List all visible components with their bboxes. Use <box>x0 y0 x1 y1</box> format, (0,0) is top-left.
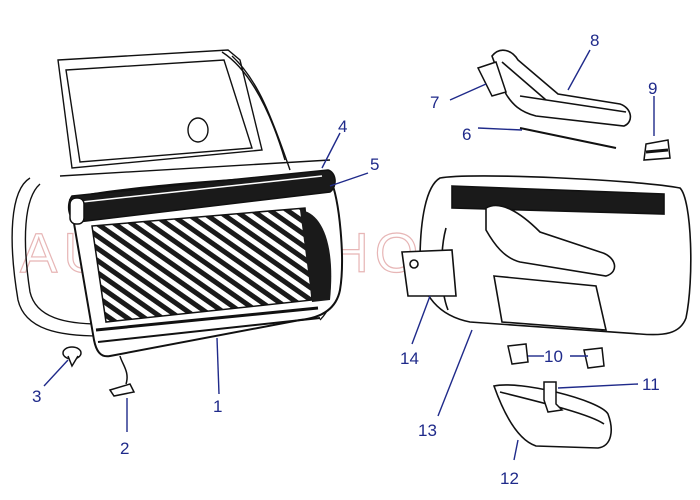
callout-2: 2 <box>120 439 129 458</box>
access-cover <box>401 249 457 297</box>
door-trim-panel <box>68 175 343 358</box>
window-sill-rail <box>67 169 336 225</box>
callouts: 1 2 3 4 5 6 7 8 9 10 11 12 13 14 <box>32 31 660 488</box>
callout-6: 6 <box>462 125 471 144</box>
trim-clip <box>62 346 82 368</box>
callout-9: 9 <box>648 79 657 98</box>
callout-5: 5 <box>370 155 379 174</box>
callout-7: 7 <box>430 93 439 112</box>
callout-4: 4 <box>338 117 347 136</box>
callout-14: 14 <box>400 349 419 368</box>
cup-insert <box>643 139 671 161</box>
callout-12: 12 <box>500 469 519 488</box>
armrest-cover <box>476 61 507 97</box>
leader-lines <box>43 49 655 461</box>
pocket-bracket <box>543 381 564 413</box>
rear-door-trim <box>419 175 692 336</box>
wire-clip <box>108 355 136 397</box>
clip-pair <box>507 343 605 369</box>
callout-3: 3 <box>32 387 41 406</box>
callout-1: 1 <box>213 397 222 416</box>
callout-11: 11 <box>642 375 660 394</box>
callout-13: 13 <box>418 421 437 440</box>
armrest <box>491 49 632 127</box>
callout-10: 10 <box>544 347 563 366</box>
callout-8: 8 <box>590 31 599 50</box>
rod <box>519 127 617 149</box>
